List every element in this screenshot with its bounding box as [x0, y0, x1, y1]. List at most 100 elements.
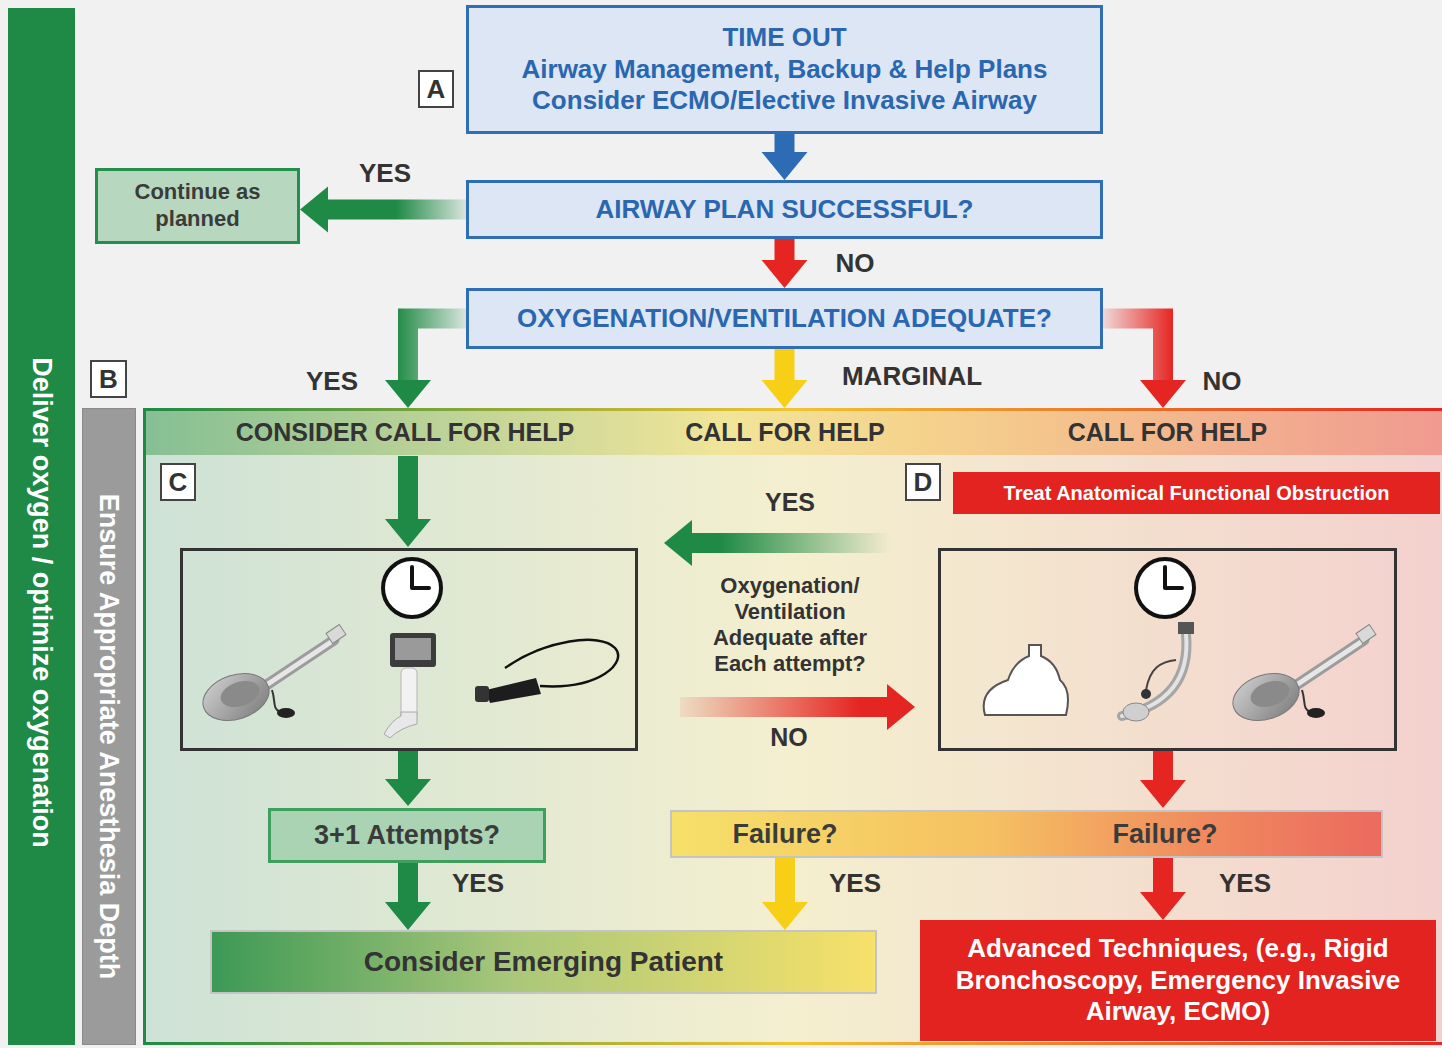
node-text: Failure? — [1112, 818, 1217, 851]
arrow-shaft — [398, 863, 418, 904]
node-text: Continue as planned — [104, 179, 291, 233]
result-box: Consider Emerging Patient — [210, 930, 877, 994]
illustration-part — [940, 550, 1396, 750]
arrow-head — [385, 902, 431, 930]
illustration-part — [1141, 689, 1151, 699]
region-ground — [143, 408, 1442, 1045]
label-slot: Oxygenation/ Ventilation Adequate after … — [690, 572, 890, 678]
note-text: NO — [770, 723, 808, 753]
flow-arrow — [1103, 319, 1186, 409]
text-slot: CALL FOR HELP — [1005, 410, 1330, 455]
illustration-part — [486, 678, 541, 703]
section-tag: D — [905, 463, 941, 501]
label-slot: MARGINAL — [802, 359, 1022, 395]
illustration-part — [1136, 559, 1194, 617]
flow-arrow — [385, 863, 431, 930]
node-text: Consider Emerging Patient — [364, 945, 723, 979]
illustration-part — [197, 625, 346, 729]
illustration-part — [395, 638, 431, 660]
device-panel-right — [940, 550, 1396, 750]
node-text: CALL FOR HELP — [1068, 417, 1268, 448]
note-text: Oxygenation/ Ventilation Adequate after … — [690, 573, 890, 677]
illustration-part — [182, 550, 637, 750]
flow-arrow — [762, 134, 808, 180]
label-slot: YES — [730, 486, 850, 520]
illustration-part — [475, 686, 489, 702]
illustration-part — [505, 640, 618, 687]
node-text: Advanced Techniques, (e.g., Rigid Bronch… — [926, 933, 1430, 1028]
label-slot: NO — [729, 721, 849, 755]
arrow-head — [300, 187, 328, 233]
illustration-part — [1123, 703, 1149, 721]
arrow-shaft — [775, 239, 795, 262]
illustration-part — [145, 410, 1442, 455]
result-box: Advanced Techniques, (e.g., Rigid Bronch… — [920, 920, 1436, 1041]
edge-label: MARGINAL — [842, 361, 982, 393]
arrow-shaft — [408, 319, 466, 383]
arrow-shaft — [326, 200, 466, 220]
edge-label: NO — [1203, 366, 1242, 398]
node-text: C — [169, 469, 188, 495]
note-text: YES — [765, 488, 815, 518]
illustration-part — [385, 779, 431, 806]
side-band: Deliver oxygen / optimize oxygenation — [8, 8, 75, 1045]
edge-label: YES — [452, 868, 504, 900]
edge-label: NO — [836, 248, 875, 280]
illustration-part — [384, 712, 417, 738]
flow-arrow — [1140, 858, 1186, 920]
node-text: Ensure Appropriate Anesthesia Depth — [93, 494, 126, 980]
device-panel-left — [182, 550, 637, 750]
illustration-part — [385, 519, 431, 547]
arrow-shaft — [1103, 319, 1163, 383]
section-tag: C — [160, 463, 196, 501]
arrow-head — [762, 260, 808, 288]
arrow-head — [385, 380, 431, 408]
node-text: CALL FOR HELP — [685, 417, 885, 448]
node-text: 3+1 Attempts? — [314, 819, 500, 852]
label-slot: YES — [368, 866, 588, 902]
arrow-head — [762, 902, 808, 930]
process-box: TIME OUTAirway Management, Backup & Help… — [466, 5, 1103, 134]
illustration-part — [664, 520, 692, 566]
arrow-head — [1140, 892, 1186, 920]
label-slot: YES — [1135, 866, 1355, 902]
illustration-part — [412, 567, 429, 588]
arrow-shaft — [775, 858, 795, 904]
illustration-part — [143, 408, 1442, 1045]
illustration-part — [1140, 780, 1186, 808]
arrow-head — [1140, 380, 1186, 408]
flow-arrow — [300, 187, 466, 233]
illustration-part — [1165, 567, 1182, 588]
decision-box: OXYGENATION/VENTILATION ADEQUATE? — [466, 288, 1103, 349]
label-slot: YES — [275, 156, 495, 192]
node-text: Treat Anatomical Functional Obstruction — [1004, 481, 1390, 505]
warning-box: Treat Anatomical Functional Obstruction — [953, 472, 1440, 514]
section-tag: B — [90, 360, 127, 398]
illustration-part — [1146, 660, 1176, 690]
label-slot: YES — [745, 866, 965, 902]
illustration-part — [398, 456, 418, 521]
section-tag: A — [418, 70, 454, 108]
flow-arrow — [762, 239, 808, 288]
node-text: TIME OUT — [722, 22, 846, 54]
flow-arrow — [762, 349, 808, 408]
node-text: B — [99, 366, 118, 392]
text-slot: Failure? — [1080, 810, 1250, 858]
side-band: Ensure Appropriate Anesthesia Depth — [82, 408, 136, 1045]
illustration-part — [691, 533, 890, 553]
illustration-part — [887, 684, 915, 730]
text-slot: CALL FOR HELP — [670, 410, 900, 455]
label-slot: NO — [1112, 364, 1332, 400]
text-slot: CONSIDER CALL FOR HELP — [180, 410, 630, 455]
decision-band: Failure?Failure? — [670, 810, 1383, 858]
node-text: D — [914, 469, 933, 495]
node-text: Deliver oxygen / optimize oxygenation — [25, 357, 58, 848]
arrow-shaft — [1153, 858, 1173, 894]
illustration-part — [390, 633, 436, 667]
node-text: AIRWAY PLAN SUCCESSFUL? — [595, 194, 973, 226]
illustration-part — [398, 751, 418, 781]
decision-box: AIRWAY PLAN SUCCESSFUL? — [466, 180, 1103, 239]
flow-arrow — [385, 319, 466, 409]
outcome-box: Continue as planned — [95, 168, 300, 244]
